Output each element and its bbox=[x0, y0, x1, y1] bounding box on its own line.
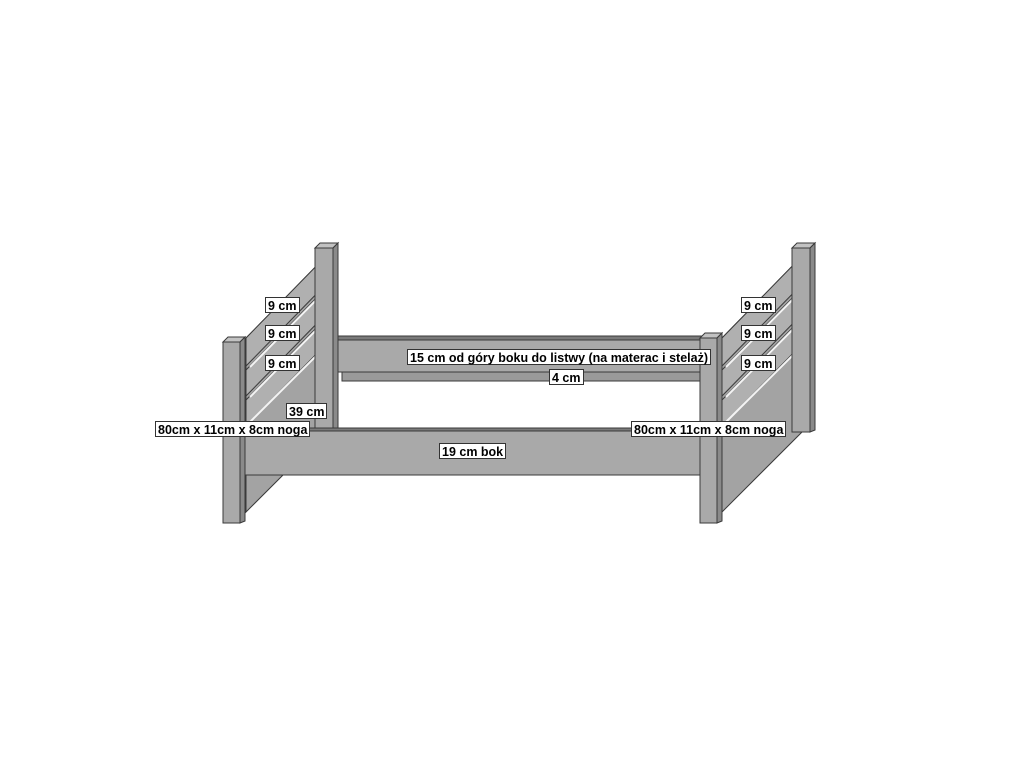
left-leg-label: 80cm x 11cm x 8cm noga bbox=[155, 421, 311, 437]
left-slat-2-label: 9 cm bbox=[265, 325, 300, 341]
left-panel-height-label: 39 cm bbox=[286, 403, 328, 419]
right-back-leg bbox=[791, 247, 811, 433]
left-slat-1-label: 9 cm bbox=[265, 297, 300, 313]
back-ledge bbox=[341, 371, 703, 382]
right-slat-1-label: 9 cm bbox=[741, 297, 776, 313]
left-slat-3-label: 9 cm bbox=[265, 355, 300, 371]
right-leg-label: 80cm x 11cm x 8cm noga bbox=[631, 421, 787, 437]
back-rail-note-label: 15 cm od góry boku do listwy (na materac… bbox=[407, 349, 711, 365]
side-rail-label: 19 cm bok bbox=[439, 443, 507, 459]
right-slat-3-label: 9 cm bbox=[741, 355, 776, 371]
ledge-label: 4 cm bbox=[549, 369, 584, 385]
right-slat-2-label: 9 cm bbox=[741, 325, 776, 341]
